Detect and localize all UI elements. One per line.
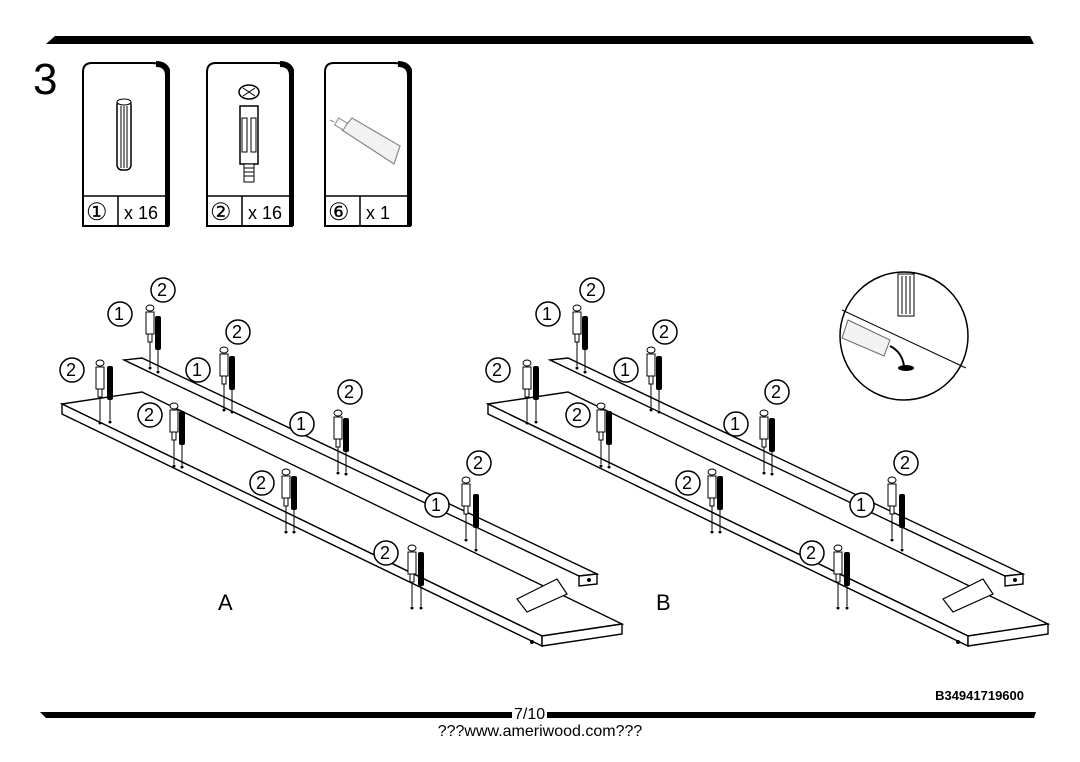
part-quantity: x 1 — [366, 203, 391, 223]
callout-bolt: 2 — [473, 453, 484, 473]
callout-dowel: 1 — [296, 414, 307, 434]
callout-dowel: 1 — [856, 495, 867, 515]
callout-bolt: 2 — [157, 280, 168, 300]
callout-dowel: 1 — [730, 414, 741, 434]
callout-dowel: 1 — [620, 360, 631, 380]
top-rule — [46, 36, 1034, 44]
document-code: B34941719600 — [935, 688, 1024, 703]
part-code: ① — [86, 199, 108, 226]
step-number: 3 — [33, 55, 58, 104]
callout-dowel: 1 — [192, 360, 203, 380]
callout-bolt: 2 — [256, 473, 267, 493]
callout-bolt: 2 — [806, 543, 817, 563]
footer-url: ???www.ameriwood.com??? — [437, 723, 643, 740]
callout-bolt: 2 — [380, 543, 391, 563]
callout-bolt: 2 — [492, 360, 503, 380]
part-card-cam-bolt: ② x 16 — [204, 60, 294, 230]
assembly-diagram — [59, 271, 1049, 647]
frame-view-a — [61, 304, 623, 647]
part-quantity: x 16 — [248, 203, 283, 223]
callout-bolt: 2 — [771, 382, 782, 402]
callout-bolt: 2 — [682, 473, 693, 493]
callout-dowel: 1 — [114, 304, 125, 324]
callout-bolt: 2 — [900, 453, 911, 473]
part-code: ② — [210, 199, 232, 226]
part-quantity: x 16 — [124, 203, 159, 223]
cam-bolt-icon — [238, 84, 260, 183]
callout-bolt: 2 — [232, 322, 243, 342]
callout-dowel: 1 — [542, 304, 553, 324]
callout-bolt: 2 — [572, 405, 583, 425]
view-label-b: B — [656, 590, 671, 615]
part-code: ⑥ — [328, 199, 350, 226]
callout-bolt: 2 — [144, 405, 155, 425]
callout-bolt: 2 — [344, 382, 355, 402]
view-label-a: A — [218, 590, 233, 615]
part-card-dowel: ① x 16 — [80, 60, 170, 230]
callout-dowel: 1 — [431, 495, 442, 515]
callout-bolt: 2 — [66, 360, 77, 380]
page-number: 7/10 — [512, 706, 548, 724]
callout-bolt: 2 — [659, 322, 670, 342]
part-card-glue: ⑥ x 1 — [322, 60, 412, 230]
dowel-icon — [116, 98, 132, 171]
glue-bottle-icon — [329, 117, 401, 165]
callout-bolt: 2 — [586, 280, 597, 300]
glue-detail-inset — [839, 271, 969, 401]
